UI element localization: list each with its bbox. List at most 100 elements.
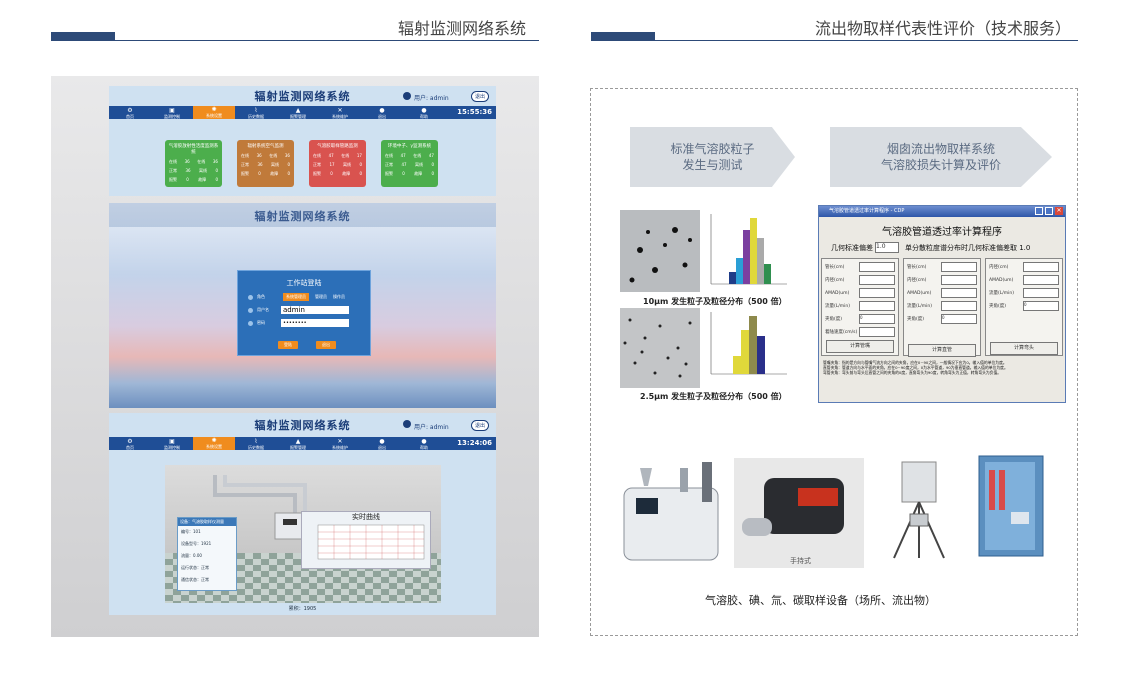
right-header-rule [591, 40, 1078, 41]
role-label: 角色 [257, 294, 265, 299]
gsd-input[interactable]: 1.0 [875, 242, 899, 253]
field-row: 内径(cm) [825, 275, 895, 285]
warning-icon: ▲ [295, 106, 301, 114]
device-info-panel: 设备：气溶胶取样仪测量 编号：101 设备型号：1921 流量：0.00 运行状… [177, 517, 237, 591]
calc-straight-button[interactable]: 计算直管 [908, 344, 976, 357]
field-input[interactable] [941, 301, 977, 311]
nav-exit[interactable]: ●退出 [361, 107, 403, 119]
chart-icon: ⌇ [254, 106, 258, 114]
cabinet-sampler-photo [978, 455, 1044, 557]
nav-home[interactable]: ⚙首页 [109, 107, 151, 119]
login-button[interactable]: 登陆 [278, 341, 298, 349]
user-icon [403, 92, 411, 100]
field-input[interactable] [859, 327, 895, 337]
calc-window: 气溶胶管道透过率计算程序 - CDP ✕ 气溶胶管道透过率计算程序 几何标准偏差… [818, 205, 1066, 403]
username-label: 用户名 [257, 307, 269, 312]
calc-heading: 气溶胶管道透过率计算程序 [882, 227, 1002, 238]
minimize-icon[interactable] [1035, 207, 1043, 215]
exit-button[interactable]: 退出 [471, 420, 490, 431]
histogram-2-5um [710, 312, 787, 375]
chart-icon: ⌇ [254, 437, 258, 445]
handheld-label: 手持式 [790, 557, 811, 565]
role-icon [248, 294, 253, 300]
field-input[interactable] [941, 262, 977, 272]
role-option-admin[interactable]: 系统管理员 [283, 293, 309, 301]
warning-icon: ▲ [295, 437, 301, 445]
note-line: 管嘴夹角：指的是方向与管嘴气流方向之间的夹角，应在0~90之间，一般情况下应为0… [823, 360, 1007, 365]
field-input[interactable]: 0 [941, 314, 977, 324]
nav-settings[interactable]: ✺系统设置 [193, 437, 235, 450]
nav-exit[interactable]: ●退出 [361, 438, 403, 450]
field-row: 夹角(度)0 [825, 314, 895, 324]
field-input[interactable] [941, 288, 977, 298]
cancel-button[interactable]: 退出 [316, 341, 336, 349]
calc-nozzle-button[interactable]: 计算管嘴 [826, 340, 894, 353]
calc-notes: 管嘴夹角：指的是方向与管嘴气流方向之间的夹角，应在0~90之间，一般情况下应为0… [823, 360, 1061, 375]
field-input[interactable] [941, 275, 977, 285]
user-label: 用户: admin [414, 95, 449, 102]
evaluation-panel [590, 88, 1078, 636]
device-id: 编号：101 [181, 529, 201, 534]
tools-icon: ✕ [337, 437, 343, 445]
nav-monitor[interactable]: ▣监测控制 [151, 438, 193, 450]
micrograph-10um [620, 210, 700, 292]
field-input[interactable] [859, 288, 895, 298]
gsd-row: 几何标准偏差 1.0 单分散粒度谱分布时几何标准偏差取 1.0 [831, 242, 1065, 253]
aerosol-sampler-photo [623, 462, 719, 561]
login-app-title: 辐射监测网络系统 [254, 210, 351, 223]
main-nav: ⚙首页 ▣监测控制 ✺系统设置 ⌇历史数据 ▲报警管理 ✕系统维护 ●退出 ●帮… [109, 106, 496, 119]
particle-dots [623, 318, 692, 378]
field-input[interactable] [1023, 288, 1059, 298]
nav-help[interactable]: ●帮助 [403, 438, 445, 450]
nav-alarm[interactable]: ▲报警管理 [277, 438, 319, 450]
tools-icon: ✕ [337, 106, 343, 114]
nav-maintain[interactable]: ✕系统维护 [319, 438, 361, 450]
device-comm-status: 通信状态：正常 [181, 577, 209, 582]
field-input[interactable] [859, 262, 895, 272]
field-row: 管长(cm) [907, 262, 977, 272]
calc-bend-button[interactable]: 计算弯头 [990, 342, 1058, 355]
nav-help[interactable]: ●帮助 [403, 107, 445, 119]
nav-alarm[interactable]: ▲报警管理 [277, 107, 319, 119]
app-title: 辐射监测网络系统 [254, 90, 351, 103]
password-input[interactable]: •••••••• [281, 319, 349, 327]
monitor-footer: 累积：1905 [288, 606, 317, 612]
field-input[interactable] [1023, 275, 1059, 285]
maximize-icon[interactable] [1045, 207, 1053, 215]
nav-history[interactable]: ⌇历史数据 [235, 107, 277, 119]
user-icon [248, 307, 253, 313]
field-input[interactable] [859, 275, 895, 285]
left-header-tab [51, 32, 115, 41]
dashboard-screenshot: 辐射监测网络系统 用户: admin 退出 ⚙首页 ▣监测控制 ✺系统设置 ⌇历… [109, 86, 496, 196]
nav-maintain[interactable]: ✕系统维护 [319, 107, 361, 119]
login-screenshot: 辐射监测网络系统 工作站登陆 角色 系统管理员 管理员 操作员 用户名 admi… [109, 203, 496, 408]
role-option-operator[interactable]: 操作员 [333, 294, 345, 299]
role-option-manager[interactable]: 管理员 [315, 294, 327, 299]
curve-grid [317, 524, 425, 560]
nav-settings[interactable]: ✺系统设置 [193, 106, 235, 119]
field-row: AMAD(um) [825, 288, 895, 298]
field-input[interactable] [859, 301, 895, 311]
login-dialog: 工作站登陆 角色 系统管理员 管理员 操作员 用户名 admin 密码 ••••… [237, 270, 371, 356]
login-title: 工作站登陆 [286, 279, 322, 287]
field-input[interactable]: 0 [859, 314, 895, 324]
field-input[interactable] [1023, 262, 1059, 272]
close-icon[interactable]: ✕ [1055, 207, 1063, 215]
home-icon: ⚙ [127, 437, 133, 445]
username-input[interactable]: admin [281, 306, 349, 314]
nav-monitor[interactable]: ▣监测控制 [151, 107, 193, 119]
nav-history[interactable]: ⌇历史数据 [235, 438, 277, 450]
nav-home[interactable]: ⚙首页 [109, 438, 151, 450]
bend-column: 内径(cm) AMAD(um) 流量(L/min) 夹角(度)0 计算弯头 [985, 258, 1063, 356]
realtime-curve-panel: 实时曲线 [301, 511, 431, 569]
exit-button[interactable]: 退出 [471, 91, 490, 102]
field-input[interactable]: 0 [1023, 301, 1059, 311]
